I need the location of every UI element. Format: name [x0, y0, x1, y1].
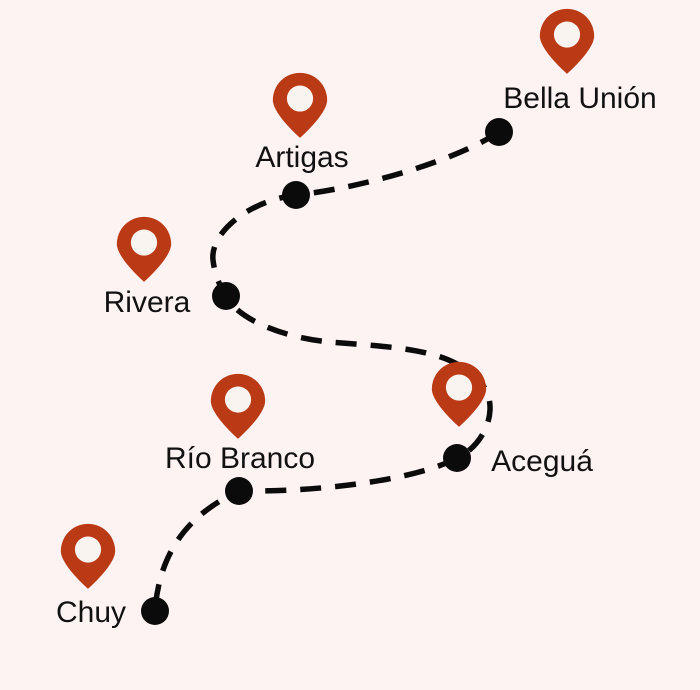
pin-hole-icon [286, 85, 314, 112]
city-label-acegua: Aceguá [491, 445, 593, 478]
map-pin-acegua [431, 361, 487, 427]
city-label-bella-union: Bella Unión [503, 82, 656, 115]
city-label-rio-branco: Río Branco [165, 442, 315, 475]
city-label-chuy: Chuy [56, 596, 126, 629]
map-pin-bella-union [539, 8, 595, 74]
pin-hole-icon [74, 536, 102, 563]
pin-hole-icon [553, 21, 581, 48]
waypoint-dot-rio-branco [225, 477, 253, 505]
pin-hole-icon [445, 374, 473, 401]
waypoint-dot-chuy [141, 597, 169, 625]
map-pin-chuy [60, 523, 116, 589]
city-label-artigas: Artigas [255, 141, 348, 174]
pin-hole-icon [130, 229, 158, 256]
waypoint-dot-rivera [212, 282, 240, 310]
waypoint-dot-bella-union [485, 118, 513, 146]
waypoint-dot-acegua [443, 444, 471, 472]
route-dashed-path [152, 129, 501, 612]
city-label-rivera: Rivera [104, 286, 191, 319]
waypoint-dot-artigas [282, 181, 310, 209]
map-pin-rio-branco [210, 373, 266, 439]
map-pin-artigas [272, 72, 328, 138]
map-pin-rivera [116, 216, 172, 282]
pin-hole-icon [224, 386, 252, 413]
